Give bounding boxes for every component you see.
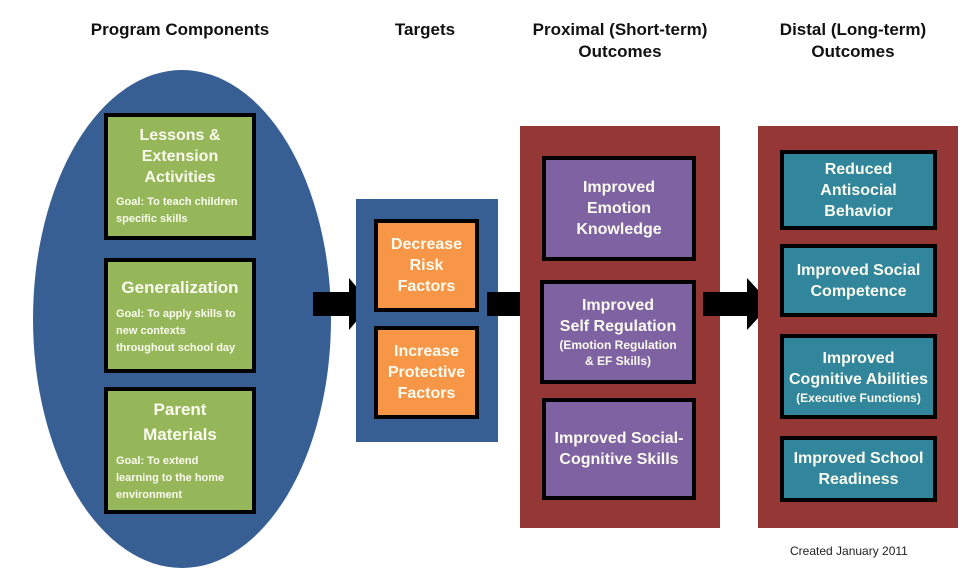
distal-school-readiness: Improved School Readiness <box>780 436 937 502</box>
target-title: Increase Protective Factors <box>388 341 465 404</box>
arrow-right-icon <box>703 278 771 330</box>
title-line: Readiness <box>818 471 899 488</box>
title-line: Protective <box>387 364 466 381</box>
goal-line: Goal: To teach children <box>116 196 238 208</box>
title-line: Improved <box>581 297 654 314</box>
goal-line: throughout school day <box>116 341 236 354</box>
outcome-subtitle: (Emotion Regulation & EF Skills) <box>559 337 676 369</box>
title-line: Improved Social <box>796 261 921 279</box>
title-line: Materials <box>143 425 217 444</box>
goal-line: Goal: To extend <box>116 455 199 467</box>
title-line: Improved School <box>793 450 924 467</box>
title-line: Decrease <box>390 236 463 253</box>
component-goal: Goal: To teach children specific skills <box>108 194 252 228</box>
distal-cognitive-abilities: Improved Cognitive Abilities (Executive … <box>780 334 937 419</box>
target-decrease-risk: Decrease Risk Factors <box>374 219 479 312</box>
title-line: Lessons & <box>139 127 221 144</box>
header-line: Outcomes <box>578 42 662 61</box>
title-line: Extension <box>141 148 219 165</box>
component-title: Lessons & Extension Activities <box>140 125 221 188</box>
goal-line: specific skills <box>116 213 188 225</box>
title-line: Competence <box>810 282 907 300</box>
proximal-emotion-knowledge: Improved Emotion Knowledge <box>542 156 696 261</box>
title-line: Reduced <box>824 160 893 178</box>
outcome-title: Reduced Antisocial Behavior <box>820 159 896 222</box>
goal-line: new contexts <box>116 324 186 337</box>
header-text: Program Components <box>90 20 270 39</box>
header-text: Targets <box>394 20 456 39</box>
title-line: Generalization <box>121 277 239 297</box>
title-line: Improved <box>582 179 655 196</box>
header-line: Proximal (Short-term) <box>532 20 708 39</box>
header-line: Distal (Long-term) <box>779 20 927 39</box>
title-line: Emotion <box>587 200 651 217</box>
component-title: Generalization <box>121 275 238 300</box>
sub-line: & EF Skills) <box>584 354 651 368</box>
title-line: Self Regulation <box>559 318 677 335</box>
title-line: Cognitive Skills <box>559 451 679 468</box>
outcome-subtitle: (Executive Functions) <box>796 390 921 406</box>
goal-line: Goal: To apply skills to <box>116 307 236 320</box>
title-line: Behavior <box>824 202 893 220</box>
outcome-title: Improved Emotion Knowledge <box>576 177 661 240</box>
title-line: Improved <box>822 349 895 367</box>
title-line: Increase <box>394 343 459 360</box>
proximal-social-cognitive: Improved Social- Cognitive Skills <box>542 398 696 500</box>
header-program-components: Program Components <box>60 19 300 41</box>
distal-social-competence: Improved Social Competence <box>780 244 937 317</box>
outcome-title: Improved School Readiness <box>794 448 924 490</box>
title-line: Knowledge <box>576 221 662 238</box>
distal-antisocial-behavior: Reduced Antisocial Behavior <box>780 150 937 230</box>
component-parent-materials: Parent Materials Goal: To extend learnin… <box>104 387 256 514</box>
outcome-title: Improved Social Competence <box>797 260 921 302</box>
proximal-self-regulation: Improved Self Regulation (Emotion Regula… <box>540 280 696 384</box>
header-line: Outcomes <box>811 42 895 61</box>
sub-line: (Emotion Regulation <box>559 338 677 352</box>
title-line: Activities <box>144 169 216 186</box>
title-line: Risk <box>409 257 444 274</box>
title-line: Antisocial <box>820 181 897 199</box>
title-line: Improved Social- <box>554 430 684 447</box>
outcome-title: Improved Cognitive Abilities <box>789 348 928 390</box>
goal-line: environment <box>116 489 183 501</box>
title-line: Cognitive Abilities <box>789 370 928 388</box>
goal-line: learning to the home <box>116 472 225 484</box>
component-goal: Goal: To apply skills to new contexts th… <box>108 306 252 357</box>
component-lessons: Lessons & Extension Activities Goal: To … <box>104 113 256 240</box>
created-date-note: Created January 2011 <box>790 544 908 558</box>
component-goal: Goal: To extend learning to the home env… <box>108 453 252 504</box>
header-targets: Targets <box>360 19 490 41</box>
title-line: Parent <box>153 400 207 419</box>
title-line: Factors <box>397 385 456 402</box>
component-title: Parent Materials <box>143 397 217 447</box>
header-proximal-outcomes: Proximal (Short-term) Outcomes <box>510 19 730 63</box>
header-distal-outcomes: Distal (Long-term) Outcomes <box>748 19 958 63</box>
target-title: Decrease Risk Factors <box>391 234 462 297</box>
title-line: Factors <box>397 278 456 295</box>
target-increase-protective: Increase Protective Factors <box>374 326 479 419</box>
sub-line: (Executive Functions) <box>796 390 921 405</box>
outcome-title: Improved Self Regulation <box>560 295 676 337</box>
outcome-title: Improved Social- Cognitive Skills <box>555 428 684 470</box>
component-generalization: Generalization Goal: To apply skills to … <box>104 258 256 373</box>
